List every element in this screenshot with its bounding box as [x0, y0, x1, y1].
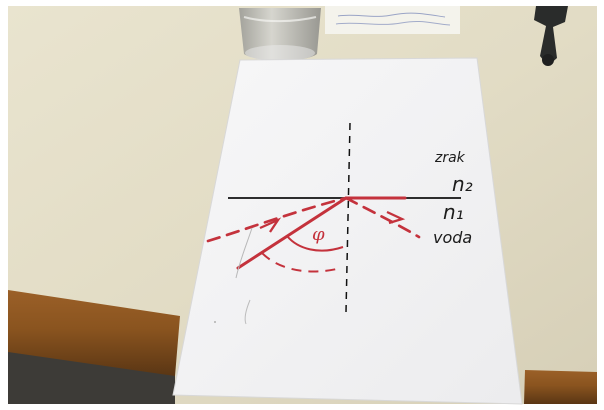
n1-label: n₁: [443, 200, 464, 224]
desk-edge-left: [8, 290, 180, 376]
angle-arc-outer: [261, 252, 342, 273]
reflected-ray-left: [206, 196, 348, 243]
reflected-ray-right: [344, 196, 421, 239]
air-label: zrak: [434, 150, 466, 166]
pencil-dot: [214, 321, 216, 323]
water-label: voda: [433, 228, 472, 247]
desk-clip: [534, 6, 568, 66]
note-card: [325, 6, 460, 34]
arrowhead-right: [386, 210, 406, 225]
normal-line: [345, 122, 351, 313]
desk-edge-right: [524, 370, 597, 404]
angle-label: φ: [312, 224, 325, 245]
incident-ray: [236, 196, 348, 270]
pencil-line-2: [244, 299, 251, 325]
water-glass: [239, 8, 321, 61]
pencil-line-1: [235, 227, 253, 279]
n2-label: n₂: [452, 172, 473, 196]
angle-arc-inner: [286, 235, 344, 252]
refraction-diagram: [206, 122, 461, 325]
arrowhead-left: [259, 217, 282, 233]
